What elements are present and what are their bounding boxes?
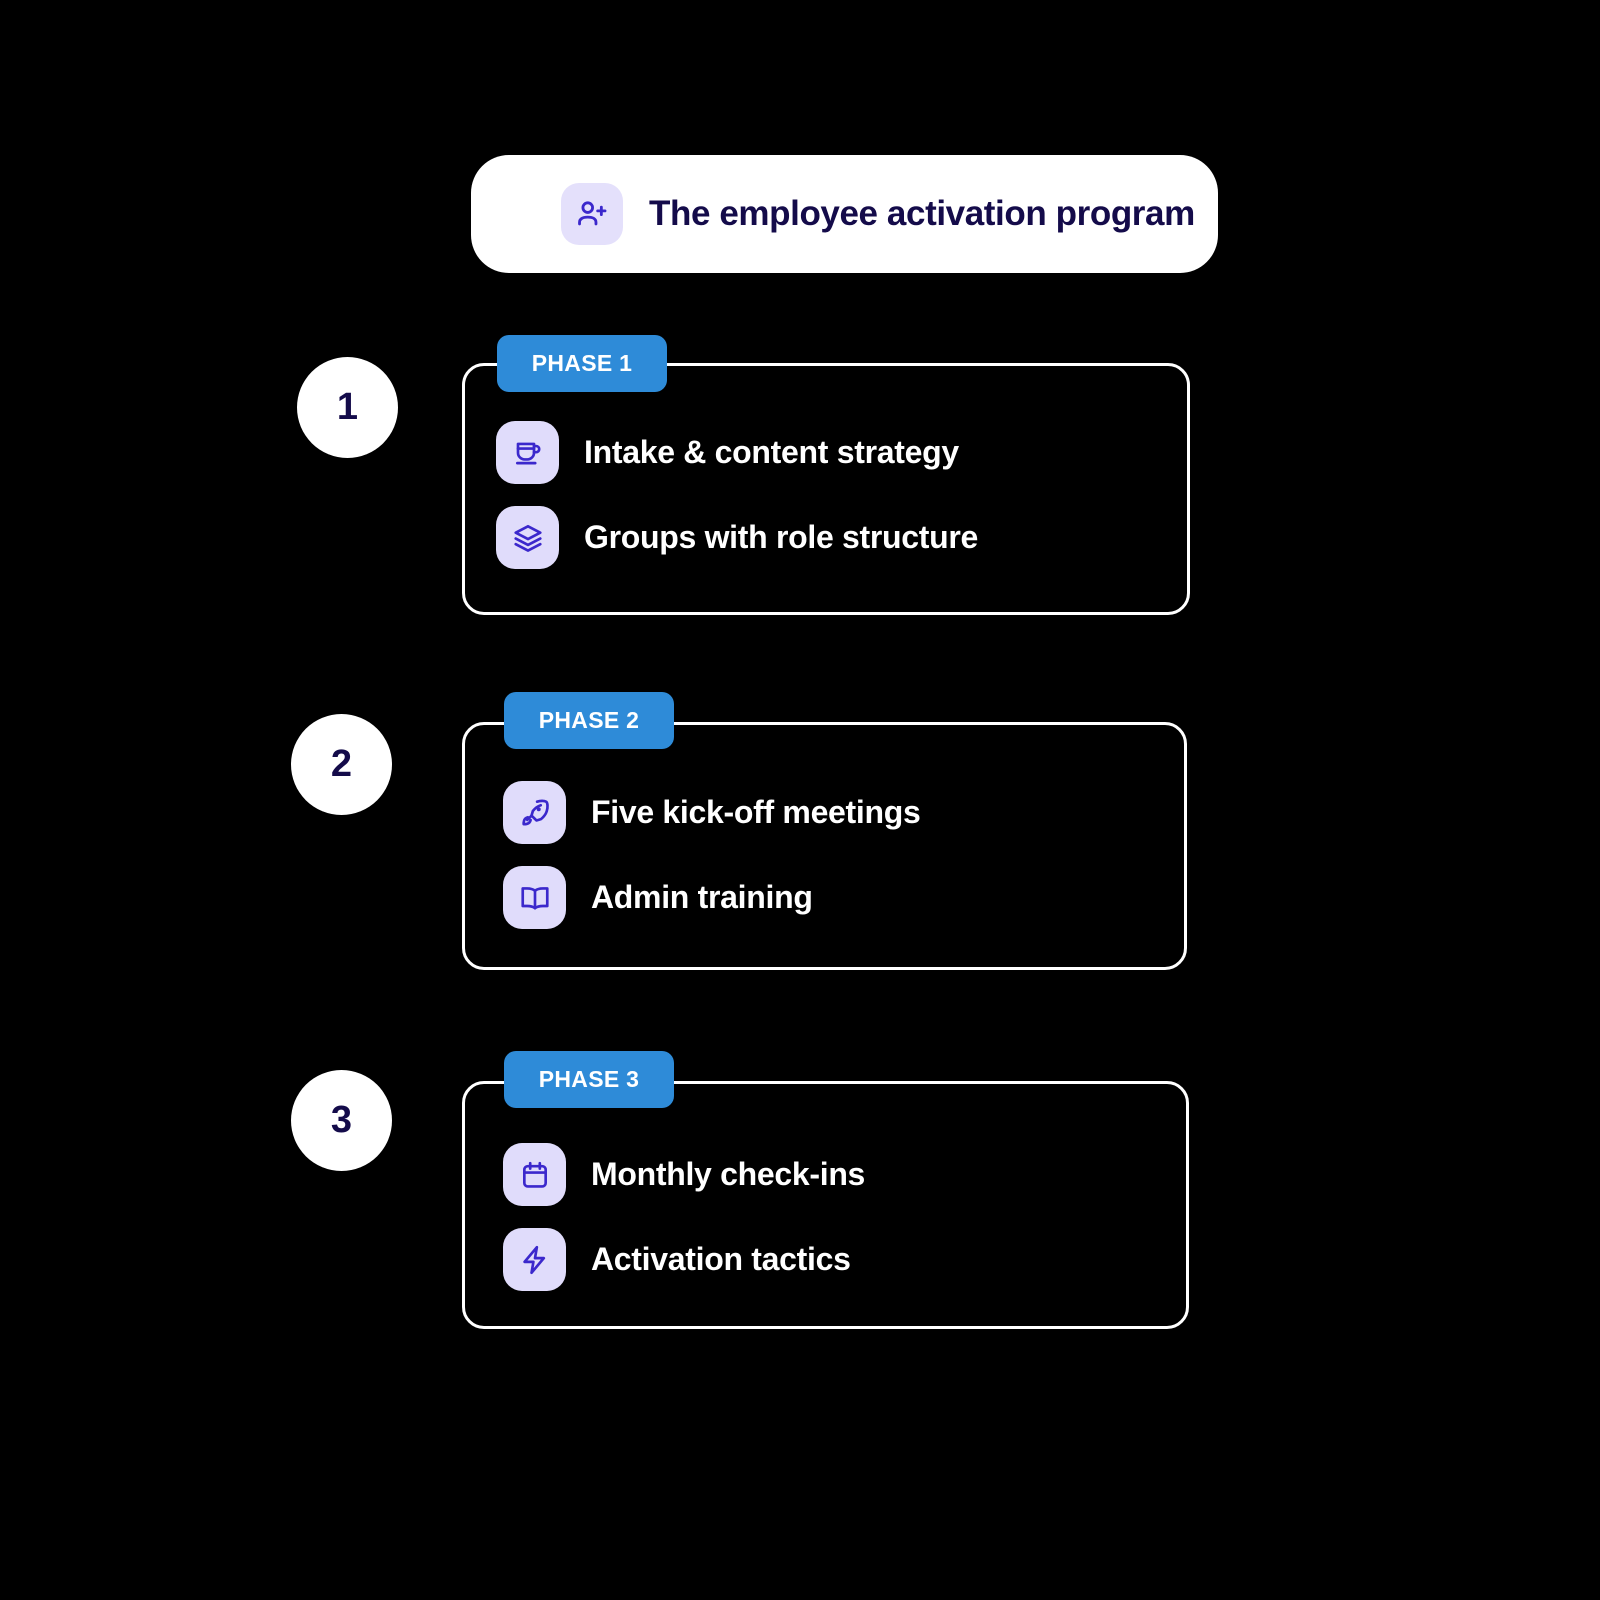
step-number-badge-3: 3 [291,1070,392,1171]
task-list-2: Five kick-off meetings Admin training [503,781,921,929]
phase-card-2 [462,722,1187,970]
list-item[interactable]: Groups with role structure [496,506,978,569]
rocket-icon [503,781,566,844]
step-number-label: 2 [330,743,353,785]
step-number-badge-2: 2 [291,714,392,815]
list-item[interactable]: Activation tactics [503,1228,865,1291]
page-title: The employee activation program [649,194,1195,233]
phase-badge-3[interactable]: PHASE 3 [504,1051,674,1108]
phase-card-1 [462,363,1190,615]
open-book-icon [503,866,566,929]
list-item[interactable]: Admin training [503,866,921,929]
task-list-1: Intake & content strategy Groups with ro… [496,421,978,569]
coffee-cup-icon [496,421,559,484]
step-number-label: 1 [336,386,359,428]
task-label: Admin training [591,879,813,915]
phase-badge-2[interactable]: PHASE 2 [504,692,674,749]
calendar-icon [503,1143,566,1206]
step-number-label: 3 [330,1099,353,1141]
lightning-bolt-icon [503,1228,566,1291]
task-label: Monthly check-ins [591,1156,866,1192]
phase-badge-1[interactable]: PHASE 1 [497,335,667,392]
layers-icon [496,506,559,569]
task-label: Intake & content strategy [584,434,959,470]
user-plus-icon [561,183,623,245]
list-item[interactable]: Monthly check-ins [503,1143,865,1206]
step-number-badge-1: 1 [297,357,398,458]
list-item[interactable]: Intake & content strategy [496,421,978,484]
program-header-card: The employee activation program [471,155,1218,273]
phase-card-3 [462,1081,1189,1329]
task-label: Groups with role structure [584,519,979,555]
task-list-3: Monthly check-ins Activation tactics [503,1143,865,1291]
list-item[interactable]: Five kick-off meetings [503,781,921,844]
task-label: Five kick-off meetings [591,794,921,830]
task-label: Activation tactics [591,1241,851,1277]
